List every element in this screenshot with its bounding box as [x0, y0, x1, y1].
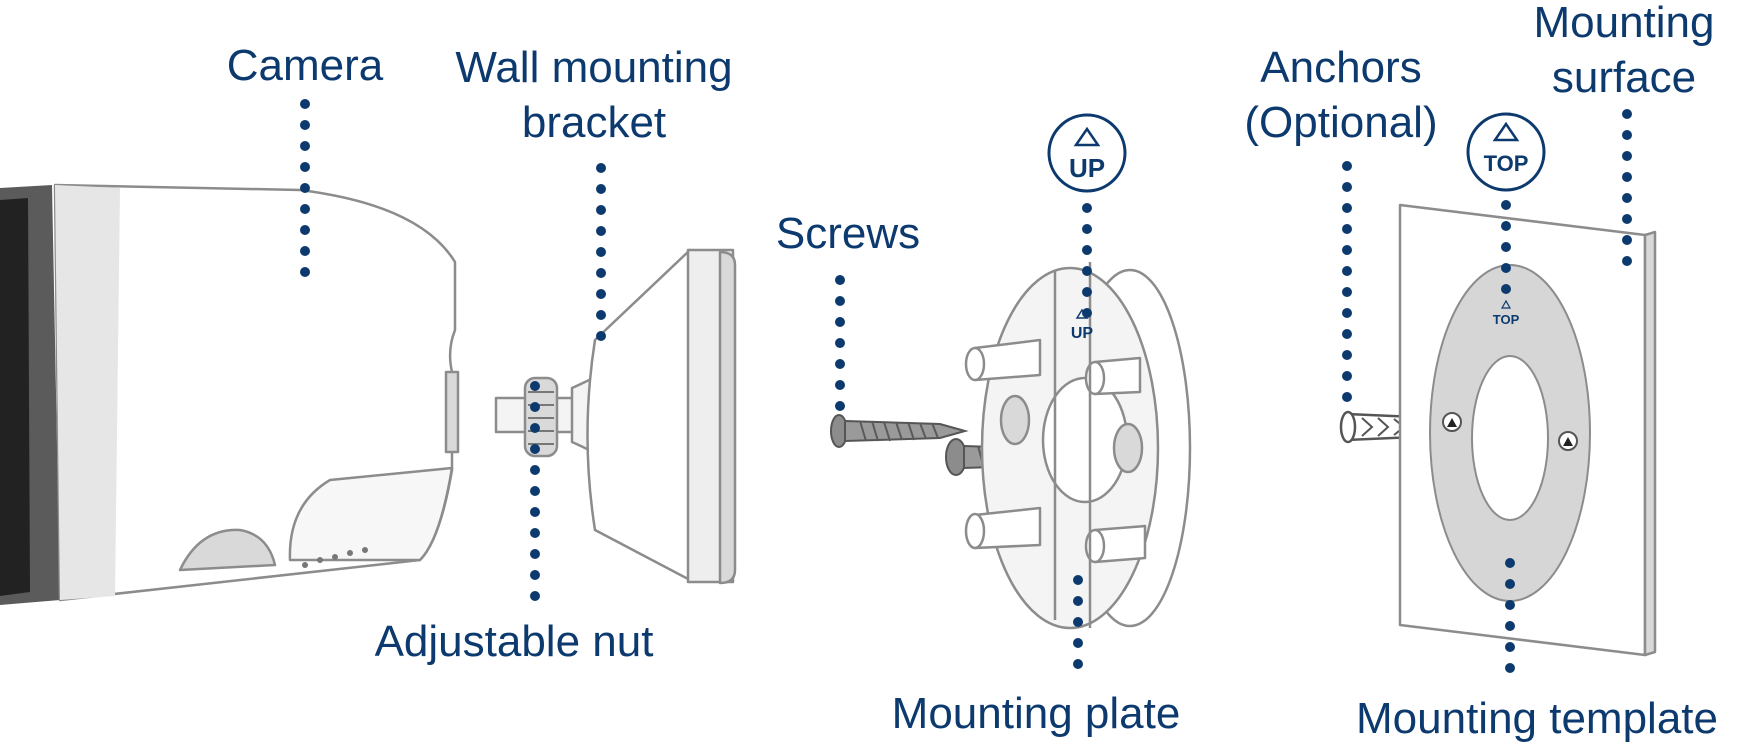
- mounting-plate: UP: [964, 262, 1192, 630]
- plate-up-mark: UP: [1071, 325, 1094, 342]
- label-plate: Mounting plate: [892, 689, 1181, 738]
- template-arrow-mark: [1500, 299, 1512, 309]
- svg-text:TOP: TOP: [1484, 151, 1529, 176]
- top-arrow-icon: [1492, 121, 1520, 142]
- bracket-rim-edge: [718, 250, 737, 585]
- camera-rear-cap: [444, 370, 460, 454]
- up-arrow-icon: [1073, 126, 1101, 147]
- leader-lines: [300, 99, 1632, 690]
- template-center-hole: [1471, 355, 1549, 521]
- mounting-template: TOP: [1429, 264, 1591, 602]
- camera: [0, 183, 460, 605]
- template-top-mark: TOP: [1493, 312, 1520, 327]
- plate-posts: [964, 338, 1147, 564]
- template-hole-markers: [1442, 412, 1578, 451]
- up-badge: UP: [1047, 113, 1127, 193]
- screw-1: [830, 414, 969, 448]
- label-screws: Screws: [776, 209, 920, 258]
- camera-sensor-bump: [178, 528, 277, 572]
- labels: Camera Wall mounting bracket Screws Anch…: [227, 0, 1718, 743]
- camera-shading: [55, 185, 120, 600]
- top-badge: TOP: [1466, 112, 1546, 192]
- label-anchors-line2: (Optional): [1244, 98, 1437, 147]
- label-nut: Adjustable nut: [375, 617, 654, 666]
- plate-rib: [1053, 262, 1092, 628]
- surface-edge: [1643, 230, 1657, 657]
- label-anchors-line1: Anchors: [1260, 43, 1421, 92]
- wall-mounting-bracket: [586, 248, 737, 585]
- camera-bottom-panel: [288, 466, 454, 562]
- label-template: Mounting template: [1356, 694, 1718, 743]
- camera-mic-holes: [302, 547, 368, 568]
- bracket-cone: [586, 248, 692, 582]
- label-bracket-line2: bracket: [522, 98, 666, 147]
- svg-text:UP: UP: [1069, 153, 1105, 183]
- camera-lens-face: [0, 198, 30, 596]
- label-surface-line1: Mounting: [1533, 0, 1714, 47]
- adjustable-nut: [494, 373, 600, 458]
- label-camera: Camera: [227, 41, 384, 90]
- label-bracket-line1: Wall mounting: [455, 43, 732, 92]
- label-surface-line2: surface: [1552, 53, 1696, 102]
